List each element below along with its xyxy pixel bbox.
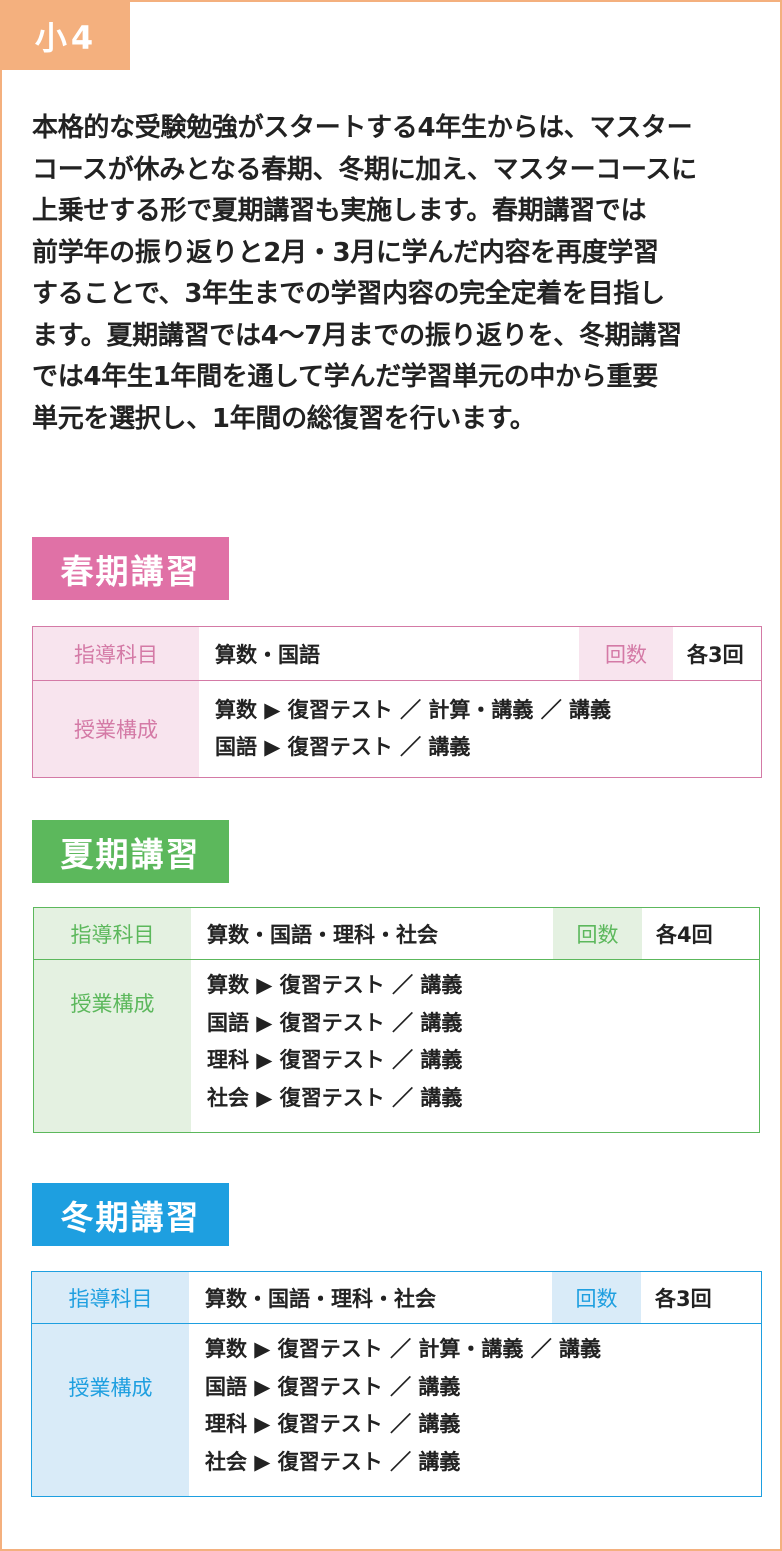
count-value: 各3回: [641, 1272, 761, 1324]
count-label: 回数: [552, 1272, 641, 1324]
subjects-label: 指導科目: [32, 1272, 189, 1324]
intro-line: 本格的な受験勉強がスタートする4年生からは、マスター: [32, 113, 693, 143]
spring-title: 春期講習: [32, 537, 229, 600]
summer-title: 夏期講習: [32, 820, 229, 883]
structure-label: 授業構成: [32, 1324, 189, 1496]
intro-line: コースが休みとなる春期、冬期に加え、マスターコースに: [32, 154, 697, 185]
subjects-label: 指導科目: [34, 908, 191, 960]
structure-line: 社会 ▶ 復習テスト ／ 講義: [207, 1085, 463, 1110]
intro-line: では4年生1年間を通して学んだ学習単元の中から重要: [32, 362, 658, 392]
count-label: 回数: [579, 627, 673, 681]
count-value: 各4回: [642, 908, 759, 960]
structure-line: 理科 ▶ 復習テスト ／ 講義: [205, 1412, 461, 1436]
intro-line: ます。夏期講習では4～7月までの振り返りを、冬期講習: [32, 320, 682, 351]
intro-line: することで、3年生までの学習内容の完全定着を目指し: [32, 279, 665, 309]
structure-content: 算数 ▶ 復習テスト ／ 計算・講義 ／ 講義国語 ▶ 復習テスト ／ 講義理科…: [189, 1324, 761, 1496]
count-label: 回数: [553, 908, 642, 960]
structure-label: 授業構成: [33, 681, 199, 777]
structure-line: 算数 ▶ 復習テスト ／ 計算・講義 ／ 講義: [215, 697, 612, 722]
structure-content: 算数 ▶ 復習テスト ／ 講義国語 ▶ 復習テスト ／ 講義理科 ▶ 復習テスト…: [191, 960, 759, 1132]
subjects-label: 指導科目: [33, 627, 199, 681]
structure-content: 算数 ▶ 復習テスト ／ 計算・講義 ／ 講義国語 ▶ 復習テスト ／ 講義: [199, 681, 761, 777]
summer-table: 指導科目 算数・国語・理科・社会 回数 各4回 授業構成 算数 ▶ 復習テスト …: [33, 907, 760, 1133]
structure-line: 理科 ▶ 復習テスト ／ 講義: [207, 1048, 463, 1072]
structure-line: 国語 ▶ 復習テスト ／ 講義: [215, 735, 471, 759]
intro-text: 本格的な受験勉強がスタートする4年生からは、マスター コースが休みとなる春期、冬…: [32, 108, 762, 440]
subjects-value: 算数・国語・理科・社会: [189, 1272, 552, 1324]
spring-table: 指導科目 算数・国語 回数 各3回 授業構成 算数 ▶ 復習テスト ／ 計算・講…: [32, 626, 762, 778]
intro-line: 単元を選択し、1年間の総復習を行います。: [32, 403, 536, 434]
structure-line: 社会 ▶ 復習テスト ／ 講義: [205, 1449, 461, 1474]
structure-line: 算数 ▶ 復習テスト ／ 講義: [207, 973, 463, 997]
intro-line: 上乗せする形で夏期講習も実施します。春期講習では: [32, 196, 647, 226]
intro-line: 前学年の振り返りと2月・3月に学んだ内容を再度学習: [32, 237, 659, 268]
structure-label: 授業構成: [34, 960, 191, 1132]
structure-line: 国語 ▶ 復習テスト ／ 講義: [207, 1010, 463, 1035]
subjects-value: 算数・国語: [199, 627, 579, 681]
winter-title: 冬期講習: [32, 1183, 229, 1246]
structure-line: 算数 ▶ 復習テスト ／ 計算・講義 ／ 講義: [205, 1337, 602, 1361]
subjects-value: 算数・国語・理科・社会: [191, 908, 553, 960]
count-value: 各3回: [673, 627, 761, 681]
structure-line: 国語 ▶ 復習テスト ／ 講義: [205, 1374, 461, 1399]
winter-table: 指導科目 算数・国語・理科・社会 回数 各3回 授業構成 算数 ▶ 復習テスト …: [31, 1271, 762, 1497]
grade-badge: 小4: [2, 2, 130, 70]
